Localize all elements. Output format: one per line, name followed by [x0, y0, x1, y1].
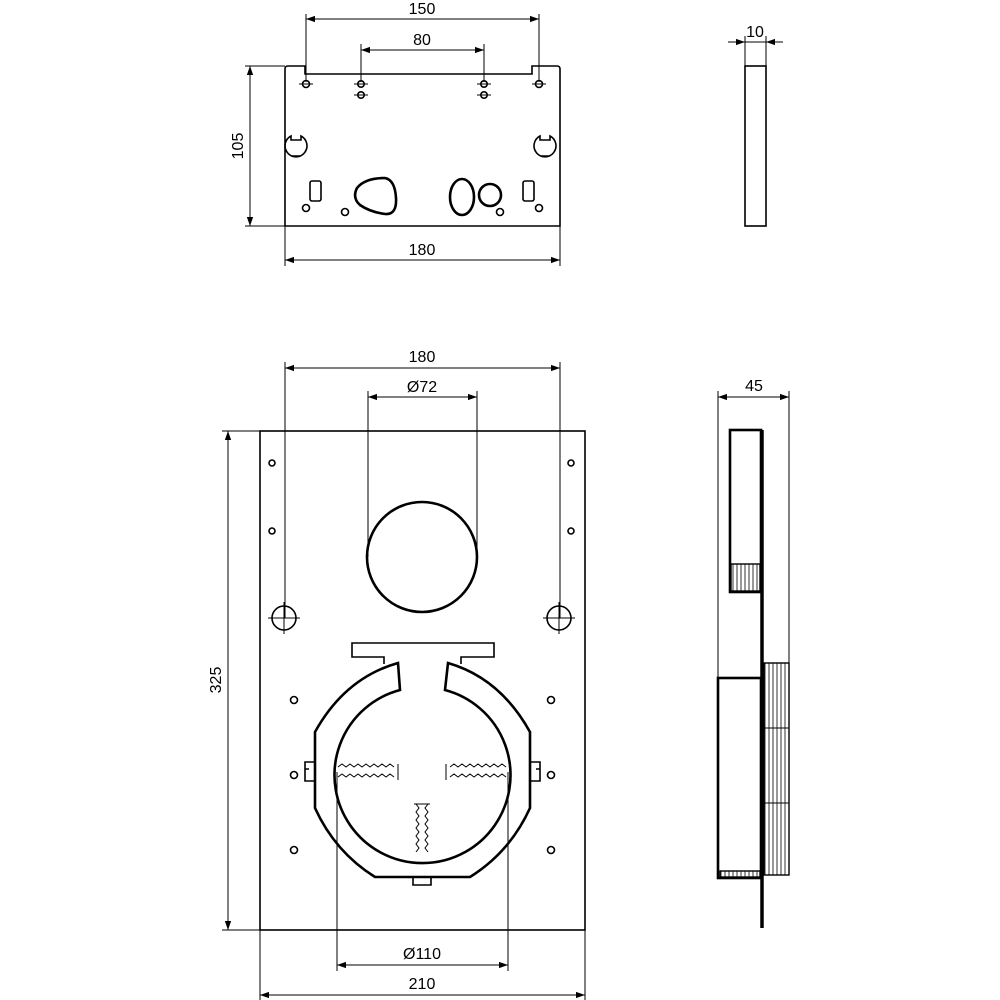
dim-150: 150 [409, 1, 436, 18]
pipe-hole-72 [365, 500, 479, 614]
top-plate-view: 150 80 105 180 [230, 1, 561, 266]
slot-right [522, 180, 535, 202]
side-slot-right [533, 134, 557, 158]
slot-left [309, 180, 322, 202]
dim-180-front: 180 [409, 349, 436, 366]
serrated-tabs [337, 763, 507, 853]
hatched-collar [763, 662, 790, 876]
dim-diameter-72: Ø72 [407, 379, 437, 396]
ring-tab [351, 642, 495, 664]
dim-210: 210 [409, 976, 436, 993]
dim-325: 325 [208, 667, 225, 694]
front-side-view: 45 [716, 378, 790, 928]
mounting-holes [299, 79, 546, 100]
lower-spacer-profile [716, 676, 763, 880]
dim-80: 80 [413, 32, 431, 49]
fixing-hole-right [543, 602, 575, 634]
front-plate-view: 180 Ø72 325 Ø110 210 [208, 349, 586, 1000]
fixing-hole-left [268, 602, 300, 634]
pipe-ring-110 [313, 661, 532, 879]
top-plate-outline [284, 65, 561, 227]
dim-diameter-110: Ø110 [403, 946, 441, 963]
dim-45: 45 [745, 378, 763, 395]
dim-180-top: 180 [409, 242, 436, 259]
side-slot-left [284, 134, 308, 158]
plate-thickness-profile [744, 65, 767, 227]
round-cutout [477, 182, 503, 208]
oval-cutout [448, 177, 476, 217]
dim-105: 105 [230, 133, 247, 160]
front-plate-outline [259, 430, 586, 931]
top-side-view: 10 [728, 24, 783, 227]
dim-10: 10 [746, 24, 764, 41]
triangular-cutout [353, 176, 398, 216]
